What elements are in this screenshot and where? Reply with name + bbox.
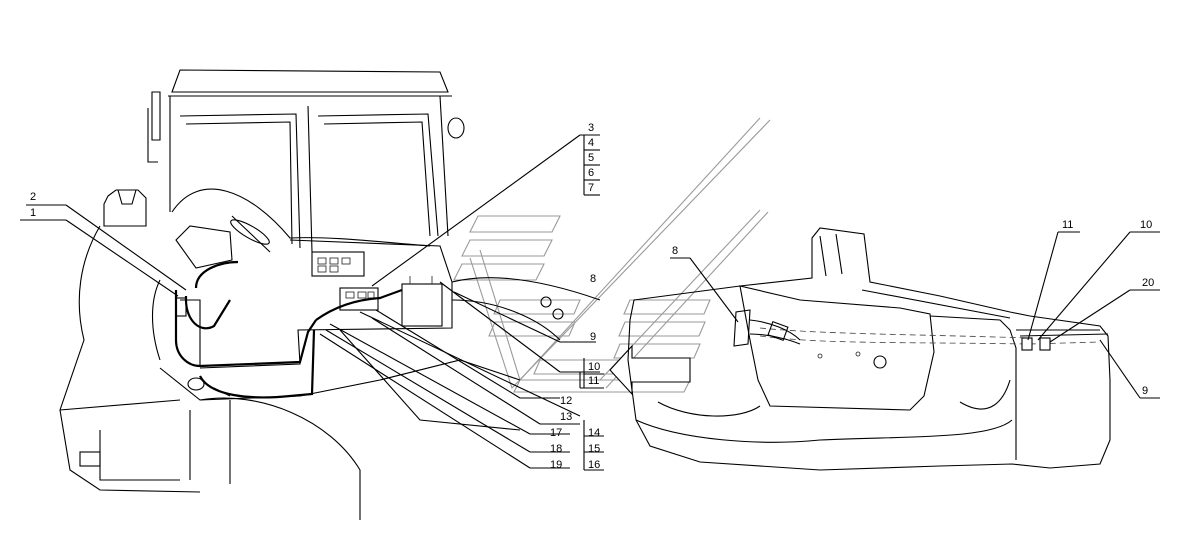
callout-11-left: 11 <box>588 375 599 387</box>
callout-14: 14 <box>588 427 600 439</box>
callout-15: 15 <box>588 443 600 455</box>
left-harness <box>174 260 403 399</box>
callout-1: 1 <box>30 207 36 219</box>
callout-19: 19 <box>550 459 562 471</box>
callout-11-right: 11 <box>1062 219 1073 231</box>
callout-5: 5 <box>588 152 594 164</box>
callout-12: 12 <box>560 395 572 407</box>
callout-18: 18 <box>550 443 562 455</box>
callout-6: 6 <box>588 167 594 179</box>
callout-labels: 1 2 3 4 5 6 7 8 9 10 11 12 13 14 15 16 1… <box>30 122 1154 471</box>
callout-13: 13 <box>560 411 572 423</box>
right-leader-lines <box>670 231 1160 399</box>
tractor-body <box>59 69 601 520</box>
callout-16: 16 <box>588 459 600 471</box>
callout-4: 4 <box>588 137 594 149</box>
callout-10-right: 10 <box>1140 219 1152 231</box>
hollow-left-arrow-icon <box>609 344 691 396</box>
callout-20: 20 <box>1142 277 1154 289</box>
callout-10-left: 10 <box>588 361 600 373</box>
callout-17: 17 <box>550 427 562 439</box>
watermark-logo <box>453 117 771 393</box>
callout-8-left: 8 <box>590 273 596 285</box>
callout-7: 7 <box>588 182 594 194</box>
right-assembly <box>627 227 1111 471</box>
label-boxes <box>583 358 604 388</box>
callout-3: 3 <box>588 122 594 134</box>
callout-9-right: 9 <box>1142 385 1148 397</box>
callout-9-left: 9 <box>590 331 596 343</box>
callout-8-right: 8 <box>672 245 678 257</box>
callout-2: 2 <box>30 191 36 203</box>
left-leader-lines <box>20 134 604 471</box>
